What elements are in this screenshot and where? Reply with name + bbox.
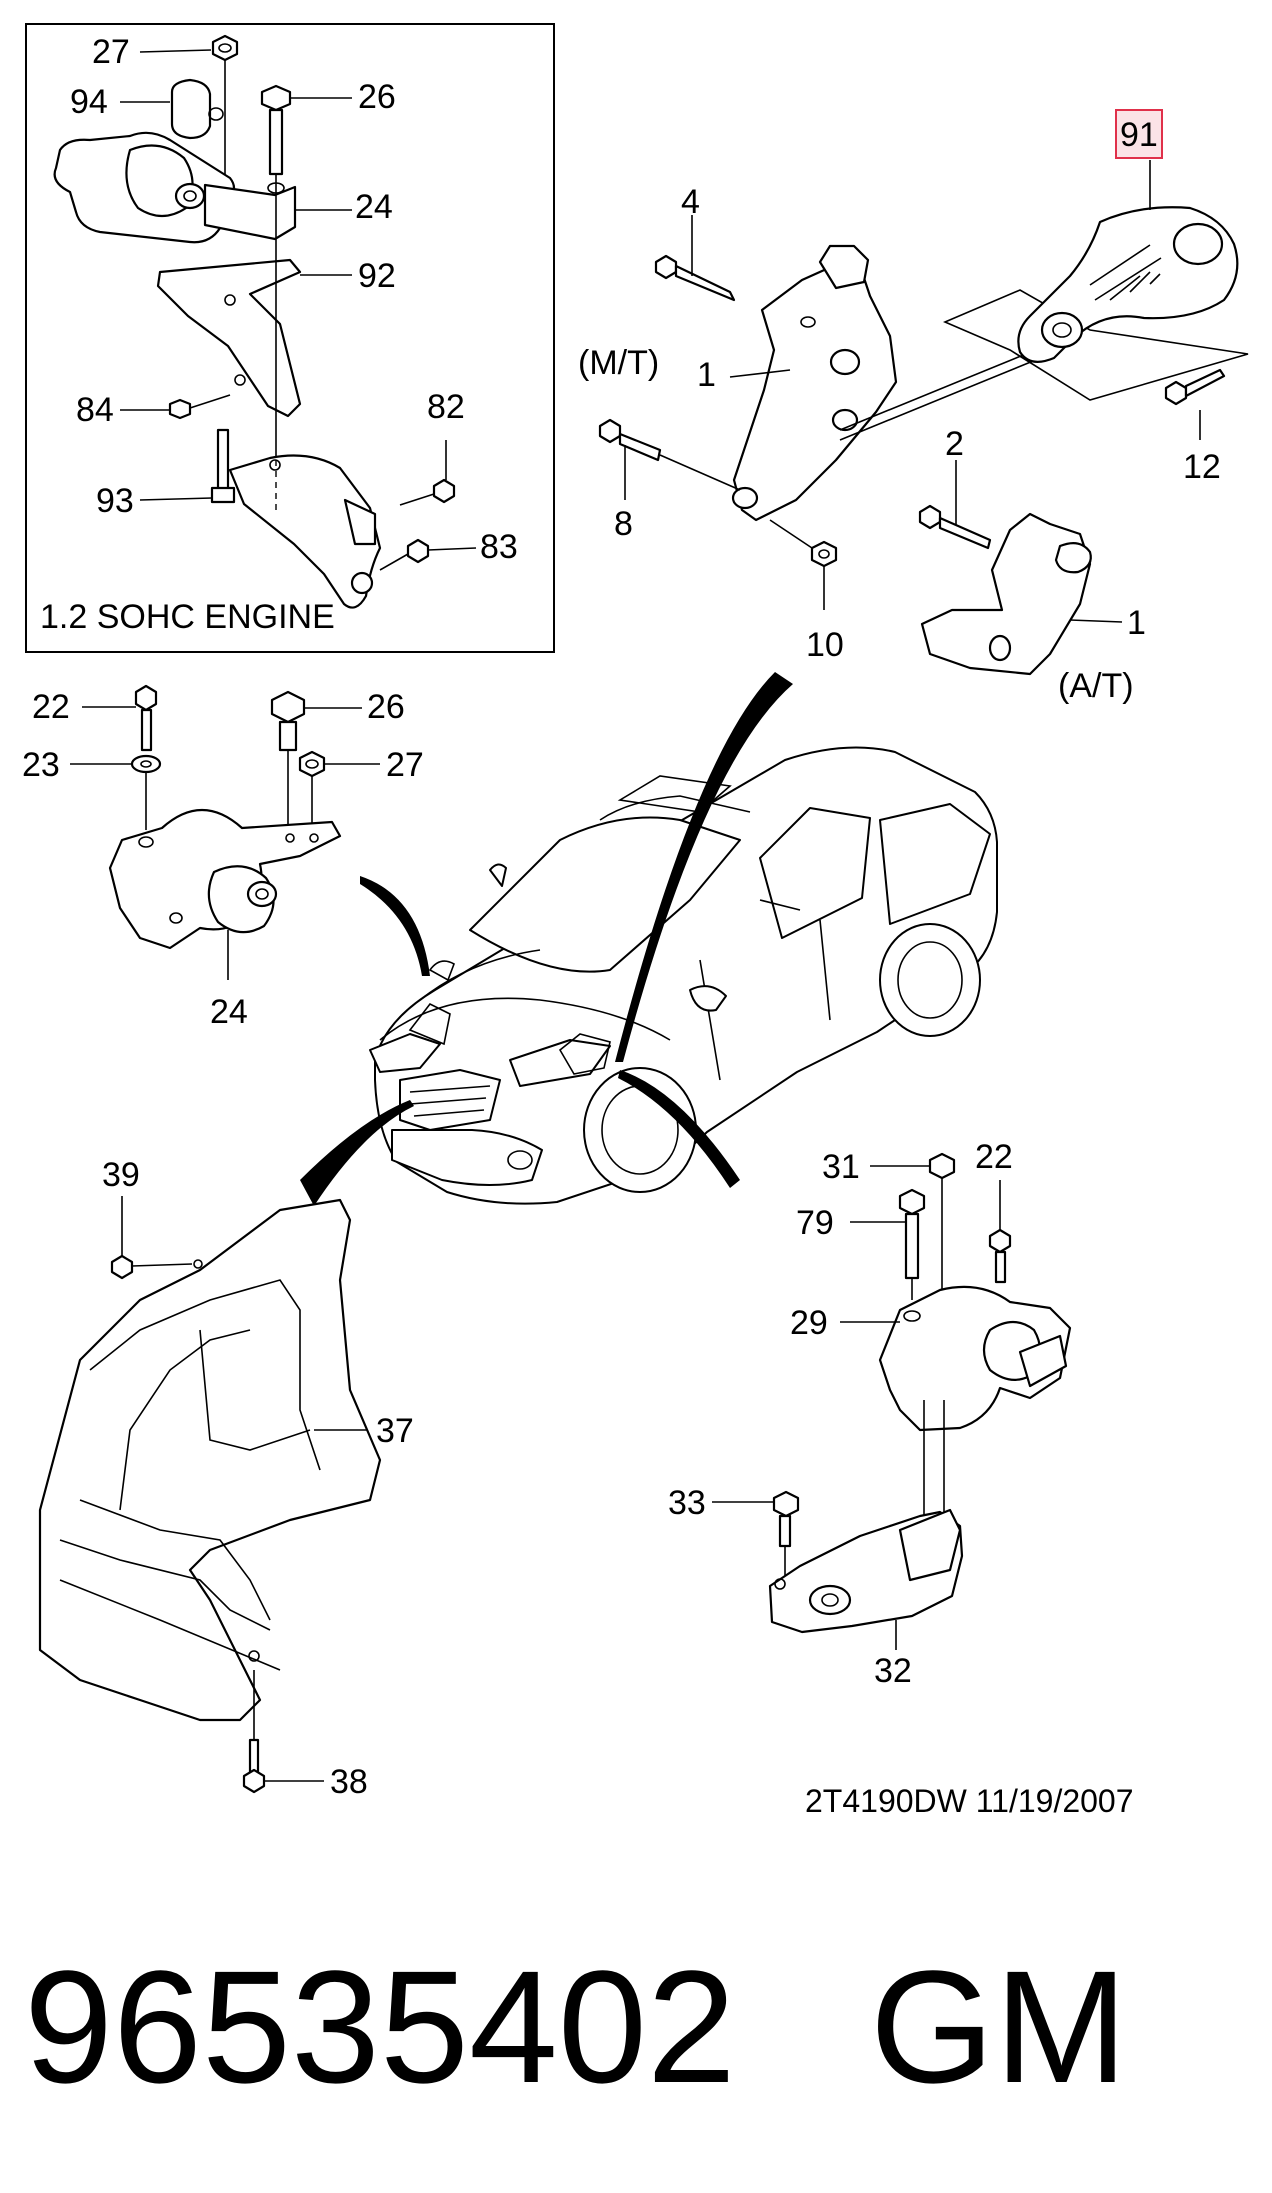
part-12-bolt bbox=[1164, 368, 1226, 440]
part-93-stud bbox=[139, 428, 236, 504]
part-8-bolt bbox=[598, 418, 741, 500]
highlight-box-91 bbox=[1115, 109, 1163, 159]
callout-31: 31 bbox=[822, 1148, 860, 1186]
part-26-bolt bbox=[260, 84, 352, 176]
callout-39: 39 bbox=[102, 1156, 140, 1194]
part-22-bolt-right bbox=[988, 1180, 1012, 1284]
part-32-bracket bbox=[768, 1508, 964, 1650]
callout-82: 82 bbox=[427, 388, 465, 426]
callout-27-left: 27 bbox=[386, 746, 424, 784]
part-26-bolt-left bbox=[270, 690, 362, 835]
callout-26-inset: 26 bbox=[358, 78, 396, 116]
group-transmission-mount: 91 bbox=[578, 109, 1249, 705]
part-29-mount bbox=[840, 1285, 1072, 1520]
part-number: 96535402 bbox=[24, 1937, 736, 2116]
callout-8: 8 bbox=[614, 505, 633, 543]
brand-name: GM bbox=[870, 1937, 1128, 2116]
part-24-mount-left bbox=[108, 808, 342, 980]
callout-29: 29 bbox=[790, 1304, 828, 1342]
callout-1-mt: 1 bbox=[697, 356, 716, 394]
part-24-mount bbox=[53, 131, 352, 244]
callout-79: 79 bbox=[796, 1204, 834, 1242]
callout-37: 37 bbox=[376, 1412, 414, 1450]
group-right-mount: 31 22 79 29 33 32 bbox=[668, 1138, 1072, 1690]
callout-4: 4 bbox=[681, 183, 700, 221]
part-79-bolt bbox=[850, 1188, 926, 1300]
callout-10: 10 bbox=[806, 626, 844, 664]
part-37-shield bbox=[38, 1198, 382, 1722]
part-94-bushing bbox=[120, 78, 224, 140]
callout-24-inset: 24 bbox=[355, 188, 393, 226]
callout-22-left: 22 bbox=[32, 688, 70, 726]
callout-38: 38 bbox=[330, 1763, 368, 1801]
callout-93: 93 bbox=[96, 482, 134, 520]
callout-91: 91 bbox=[1120, 116, 1158, 154]
part-31-nut bbox=[870, 1152, 956, 1300]
part-23-washer bbox=[70, 754, 162, 830]
callout-23: 23 bbox=[22, 746, 60, 784]
inset-sohc-engine: 27 94 26 24 92 84 82 93 83 1.2 SOHC ENGI… bbox=[25, 23, 555, 653]
pointer-swooshes bbox=[300, 672, 793, 1206]
group-left-mount: 22 26 23 27 24 bbox=[22, 684, 424, 1031]
callout-33: 33 bbox=[668, 1484, 706, 1522]
part-1-bracket-mt bbox=[729, 244, 898, 522]
part-27-nut bbox=[139, 34, 239, 180]
callout-92: 92 bbox=[358, 257, 396, 295]
callout-83: 83 bbox=[480, 528, 518, 566]
car-illustration bbox=[369, 746, 998, 1205]
callout-84: 84 bbox=[76, 391, 114, 429]
part-82-bolt bbox=[399, 440, 456, 506]
callout-22-right: 22 bbox=[975, 1138, 1013, 1176]
part-38-bolt bbox=[242, 1670, 324, 1794]
part-4-bolt bbox=[654, 215, 736, 302]
label-mt: (M/T) bbox=[578, 344, 659, 382]
callout-2: 2 bbox=[945, 425, 964, 463]
part-1-bracket-at bbox=[920, 512, 1123, 676]
part-84-bolt bbox=[120, 394, 231, 420]
part-92-bracket bbox=[156, 174, 352, 460]
part-10-nut bbox=[769, 519, 838, 610]
part-33-bolt bbox=[712, 1490, 800, 1580]
callout-27-inset: 27 bbox=[92, 33, 130, 71]
callout-26-left: 26 bbox=[367, 688, 405, 726]
part-2-bolt bbox=[918, 460, 992, 550]
part-91-mount bbox=[1017, 160, 1239, 363]
part-lower-bracket bbox=[228, 454, 382, 609]
inset-caption: 1.2 SOHC ENGINE bbox=[40, 598, 335, 636]
part-39-nut bbox=[110, 1196, 193, 1280]
part-83-bolt bbox=[379, 538, 477, 571]
callout-24-left: 24 bbox=[210, 993, 248, 1031]
callout-32: 32 bbox=[874, 1652, 912, 1690]
drawing-code: 2T4190DW 11/19/2007 bbox=[805, 1783, 1134, 1819]
callout-12: 12 bbox=[1183, 448, 1221, 486]
label-at: (A/T) bbox=[1058, 667, 1134, 705]
callout-1-at: 1 bbox=[1127, 604, 1146, 642]
part-22-bolt bbox=[82, 684, 158, 752]
callout-94: 94 bbox=[70, 83, 108, 121]
